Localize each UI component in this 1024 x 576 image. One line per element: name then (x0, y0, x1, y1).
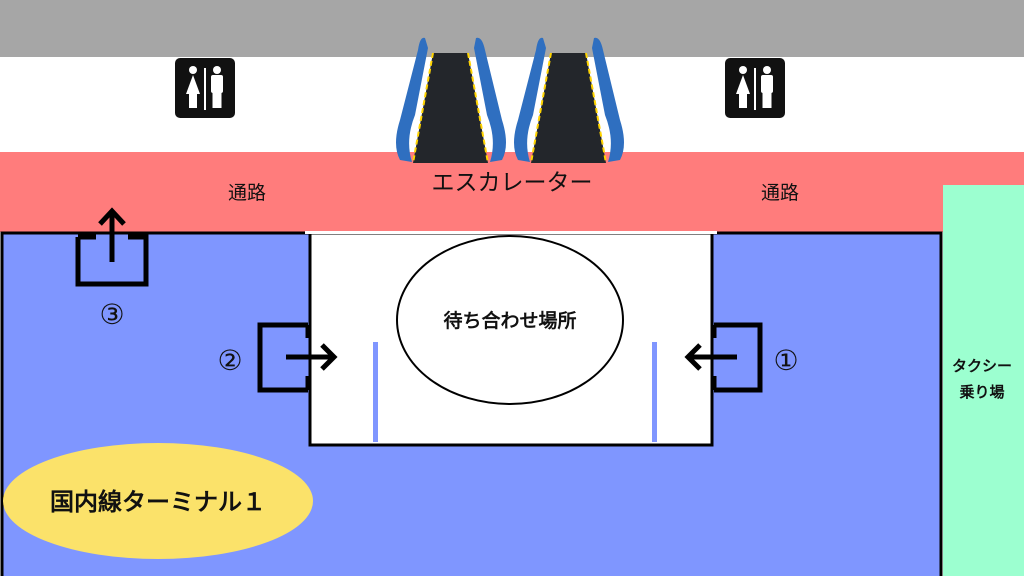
terminal-label: 国内線ターミナル１ (50, 488, 266, 516)
taxi-label-line2: 乗り場 (959, 383, 1004, 401)
corridor (0, 152, 1024, 232)
entrance-2: ② (217, 322, 338, 393)
entrance-1-label: ① (773, 344, 798, 377)
escalator-label: エスカレーター (432, 170, 593, 196)
entrance-3-label: ③ (99, 298, 124, 331)
meeting-place-circle (396, 235, 624, 405)
arrow-up-icon (98, 207, 126, 262)
gate-line-left (373, 342, 378, 442)
arrow-left-icon (684, 343, 737, 371)
restroom-icon (725, 58, 785, 118)
taxi-label-line1: タクシー (952, 357, 1012, 375)
terminal-label-bg (3, 443, 313, 559)
restroom-icon (175, 58, 235, 118)
top-wall (0, 0, 1024, 57)
taxi-area (943, 185, 1024, 576)
restroom-area (0, 57, 1024, 152)
meeting-place-label: 待ち合わせ場所 (443, 309, 576, 332)
entrance-3: ③ (75, 207, 149, 331)
corridor-right-label: 通路 (761, 182, 799, 204)
corridor-left-label: 通路 (228, 182, 266, 204)
entrance-2-label: ② (217, 344, 242, 377)
gate-line-right (652, 342, 657, 442)
arrow-right-icon (286, 343, 338, 371)
escalator-icon (396, 37, 506, 164)
entrance-1: ① (684, 322, 799, 393)
